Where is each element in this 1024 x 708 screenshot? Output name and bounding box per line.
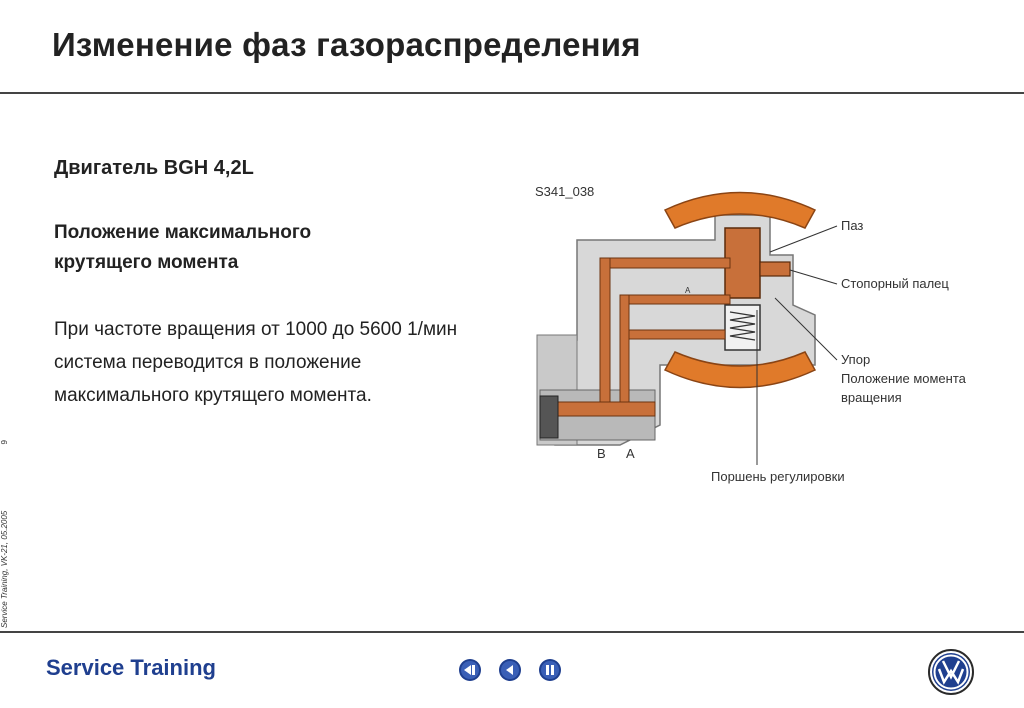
channel-vertical-1: [599, 257, 611, 409]
label-groove: Паз: [841, 218, 863, 233]
label-lock-pin: Стопорный палец: [841, 276, 949, 291]
valve-coil: [539, 395, 559, 439]
footer-divider: [0, 631, 1024, 633]
port-a-label: A: [626, 446, 635, 461]
side-course-info: Service Training, VK-21, 05.2005: [0, 510, 9, 628]
side-page-number: 9: [0, 440, 9, 445]
description-text: При частоте вращения от 1000 до 5600 1/м…: [54, 319, 458, 406]
rewind-icon[interactable]: [458, 658, 482, 682]
footer-brand: Service Training: [46, 655, 216, 680]
leader-stop: [774, 297, 838, 361]
channel-vertical-2: [619, 294, 630, 411]
diagram-code: S341_038: [535, 184, 594, 199]
channel-mid: [624, 329, 726, 340]
leader-lock-pin: [789, 269, 838, 285]
control-valve: [549, 401, 656, 417]
piston-spring: [729, 311, 756, 341]
top-rotor: [663, 191, 817, 229]
bottom-rotor: [663, 351, 817, 389]
label-torque-position-2: вращения: [841, 390, 902, 405]
label-stop: Упор: [841, 352, 870, 367]
channel-a: [619, 294, 731, 305]
mode-heading: Положение максимального крутящего момент…: [54, 222, 312, 273]
lock-pin: [759, 261, 791, 277]
page-title: Изменение фаз газораспределения: [52, 26, 641, 63]
title-bar: Изменение фаз газораспределения: [0, 0, 1024, 94]
back-icon[interactable]: [498, 658, 522, 682]
pause-icon[interactable]: [538, 658, 562, 682]
port-b-label: B: [597, 446, 606, 461]
channel-top: [599, 257, 731, 269]
label-piston: Поршень регулировки: [711, 469, 845, 484]
cam-adjuster-diagram: S341_038 A B A Паз Стопорный палец Упор …: [535, 184, 967, 484]
channel-a-label: A: [685, 286, 691, 295]
leader-groove: [769, 225, 838, 253]
engine-heading: Двигатель BGH 4,2L: [54, 157, 254, 179]
label-torque-position-1: Положение момента: [841, 371, 967, 386]
vw-logo: [928, 649, 974, 695]
